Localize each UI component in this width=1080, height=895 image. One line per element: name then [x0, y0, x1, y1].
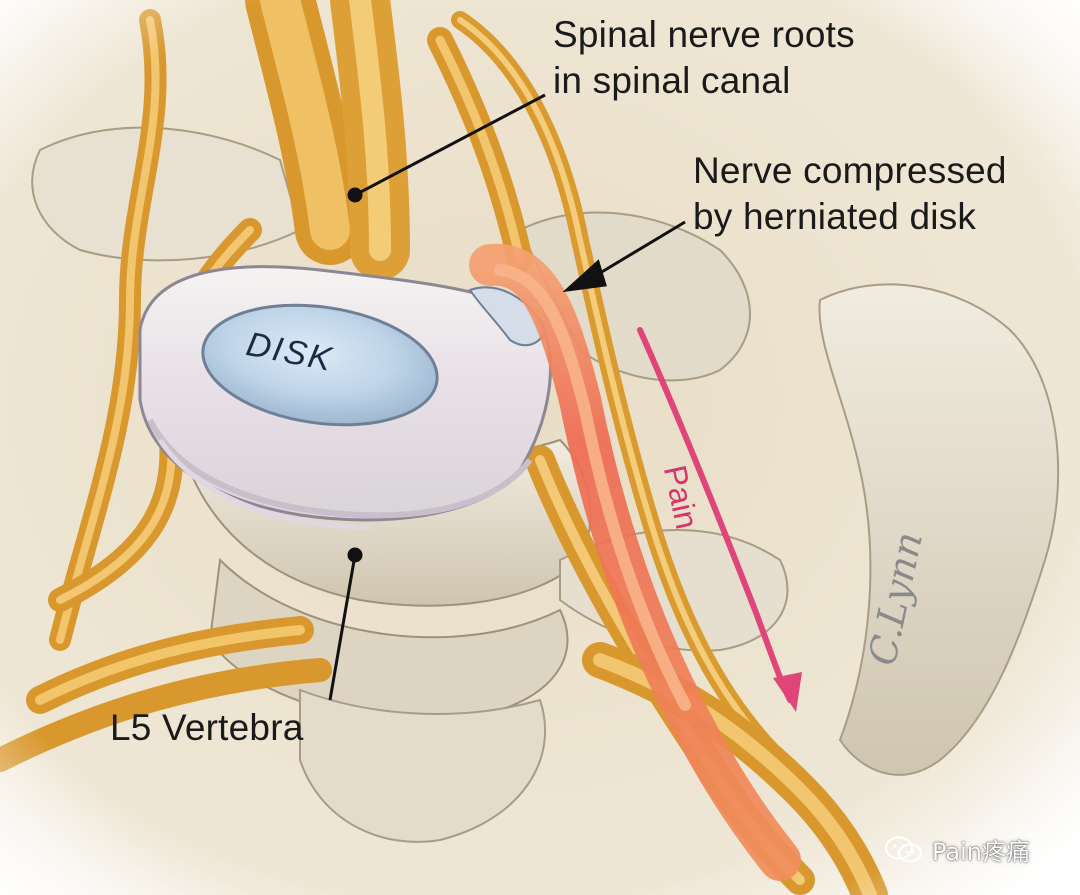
label-nerve-compressed-line1: Nerve compressed [693, 150, 1007, 191]
label-nerve-compressed-line2: by herniated disk [693, 196, 977, 237]
label-spinal-nerve-roots: Spinal nerve roots in spinal canal [553, 12, 855, 104]
label-l5-vertebra: L5 Vertebra [110, 707, 304, 748]
label-spinal-nerve-roots-line1: Spinal nerve roots [553, 14, 855, 55]
label-nerve-compressed: Nerve compressed by herniated disk [693, 148, 1007, 240]
label-spinal-nerve-roots-line2: in spinal canal [553, 60, 791, 101]
wechat-icon [884, 835, 923, 863]
watermark: Pain疼痛 [884, 832, 1030, 867]
watermark-text: Pain疼痛 [932, 838, 1030, 866]
